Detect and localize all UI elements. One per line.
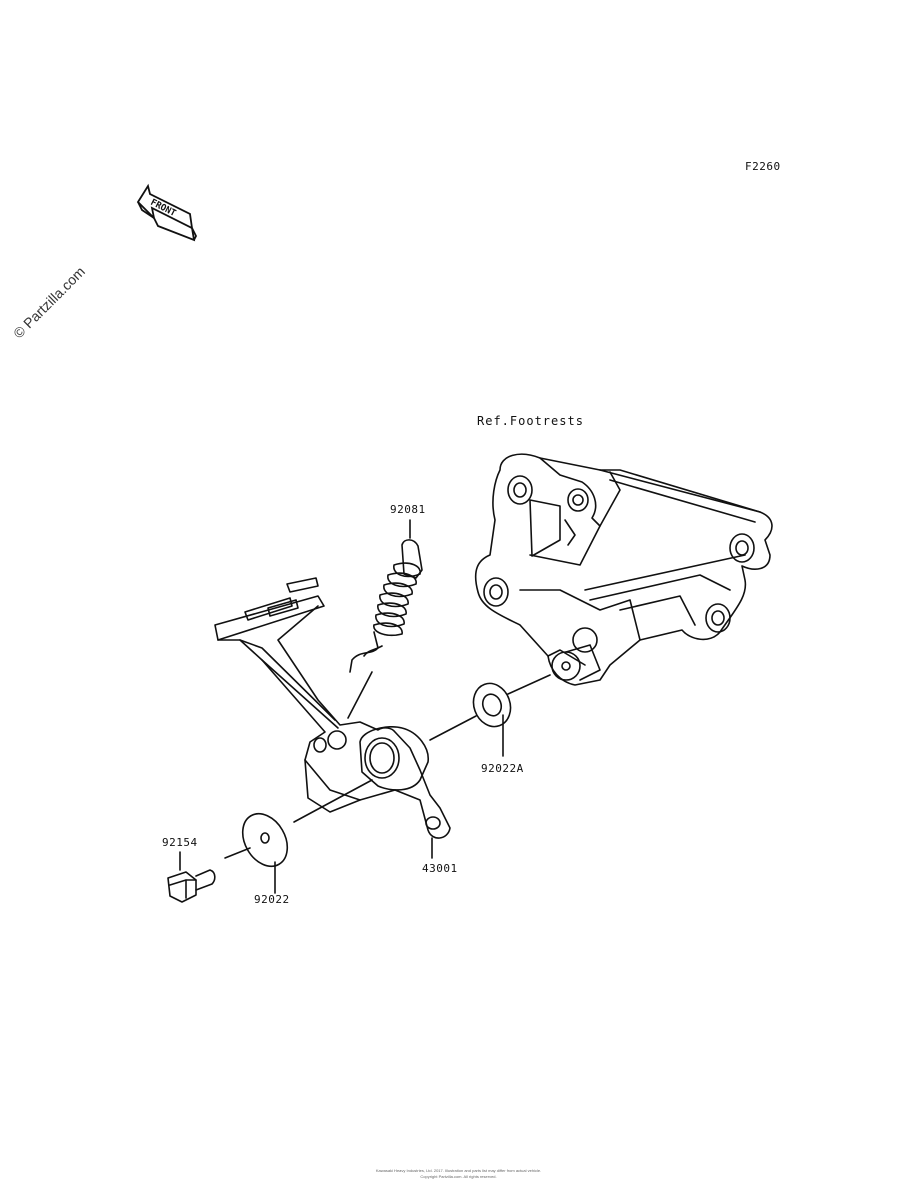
brake-pedal-arm [214, 577, 451, 839]
callout-92022a: 92022A [481, 762, 524, 775]
footrest-bracket [474, 453, 773, 686]
callout-92081: 92081 [390, 503, 426, 516]
copyright-line-2: Copyright Partzilla.com. All rights rese… [420, 1174, 497, 1179]
callout-43001: 43001 [422, 862, 458, 875]
callout-92022: 92022 [254, 893, 290, 906]
washer-92022 [241, 812, 289, 868]
bolt-92154 [167, 869, 216, 903]
washer-92022a [472, 682, 512, 728]
diagram-code: F2260 [745, 160, 781, 173]
front-arrow-icon: FRONT [136, 183, 198, 242]
return-spring [349, 539, 423, 673]
copyright-line-1: Kawasaki Heavy Industries, Ltd. 2017. Il… [375, 1168, 542, 1173]
callout-92154: 92154 [162, 836, 198, 849]
reference-label: Ref.Footrests [477, 414, 584, 428]
